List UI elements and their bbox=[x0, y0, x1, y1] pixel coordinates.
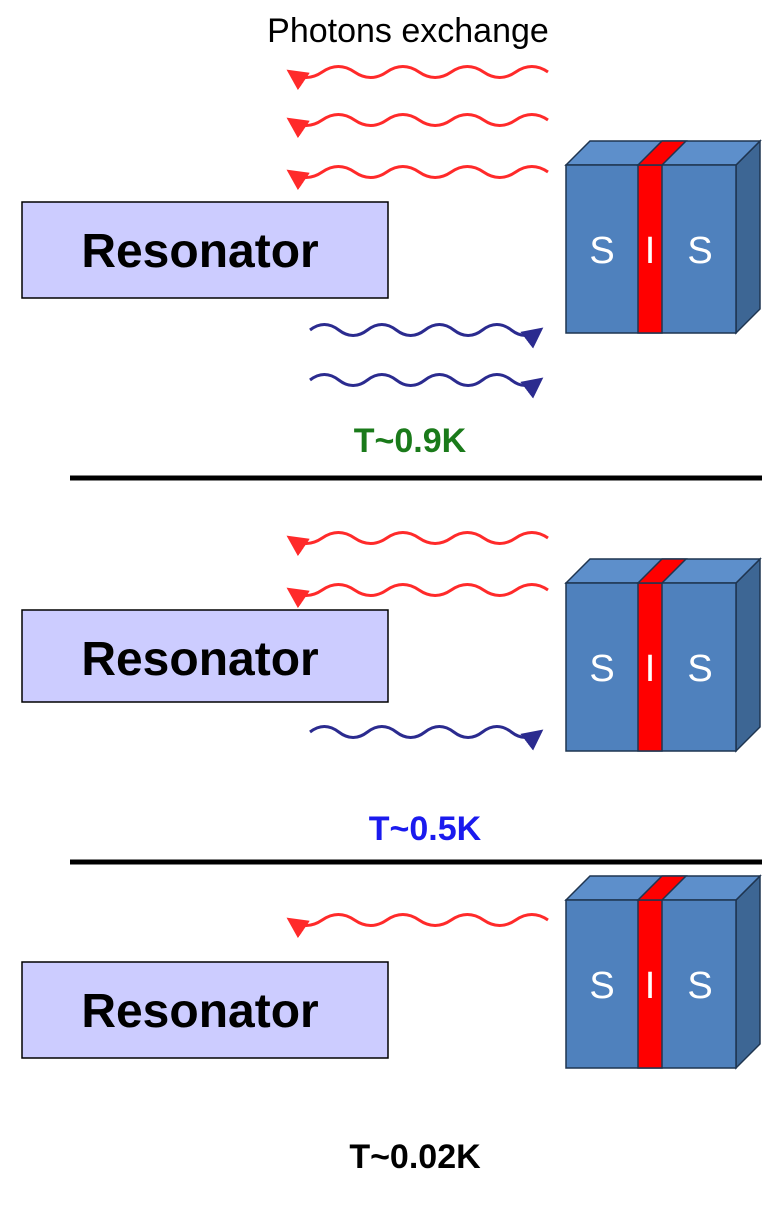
insulator-top bbox=[636, 558, 688, 584]
resonator-label: Resonator bbox=[81, 985, 318, 1038]
insulator-label: I bbox=[645, 965, 656, 1007]
resonator-box: Resonator bbox=[21, 609, 389, 703]
photon-group-1 bbox=[286, 65, 549, 399]
superconductor-left-label: S bbox=[589, 648, 614, 690]
block-side-face bbox=[735, 139, 761, 335]
insulator-top bbox=[636, 140, 688, 166]
temperature-label: T~0.5K bbox=[369, 810, 482, 848]
block-side-face bbox=[735, 557, 761, 753]
block-side-face bbox=[735, 874, 761, 1070]
insulator-layer bbox=[637, 582, 663, 752]
superconductor-left-label: S bbox=[589, 230, 614, 272]
absorbed-photon-arrow bbox=[309, 373, 544, 399]
resonator-box: Resonator bbox=[21, 961, 389, 1059]
insulator-layer bbox=[637, 899, 663, 1069]
emitted-photon-arrow bbox=[286, 913, 549, 939]
diagram-title: Photons exchange bbox=[267, 12, 549, 50]
emitted-photon-arrow bbox=[286, 583, 549, 609]
photon-group-2 bbox=[286, 531, 549, 751]
temperature-label: T~0.02K bbox=[349, 1138, 481, 1176]
superconductor-right-label: S bbox=[687, 230, 712, 272]
superconductor-right-label: S bbox=[687, 648, 712, 690]
emitted-photon-arrow bbox=[286, 65, 549, 91]
absorbed-photon-arrow bbox=[309, 725, 544, 751]
superconductor-right-label: S bbox=[687, 965, 712, 1007]
resonator-label: Resonator bbox=[81, 225, 318, 278]
emitted-photon-arrow bbox=[286, 113, 549, 139]
insulator-label: I bbox=[645, 230, 656, 272]
resonator-label: Resonator bbox=[81, 633, 318, 686]
emitted-photon-arrow bbox=[286, 531, 549, 557]
temperature-label: T~0.9K bbox=[354, 422, 467, 460]
insulator-label: I bbox=[645, 648, 656, 690]
absorbed-photon-arrow bbox=[309, 323, 544, 349]
insulator-top bbox=[636, 875, 688, 901]
resonator-box: Resonator bbox=[21, 201, 389, 299]
photon-group-3 bbox=[286, 913, 549, 939]
emitted-photon-arrow bbox=[286, 165, 549, 191]
superconductor-left-label: S bbox=[589, 965, 614, 1007]
